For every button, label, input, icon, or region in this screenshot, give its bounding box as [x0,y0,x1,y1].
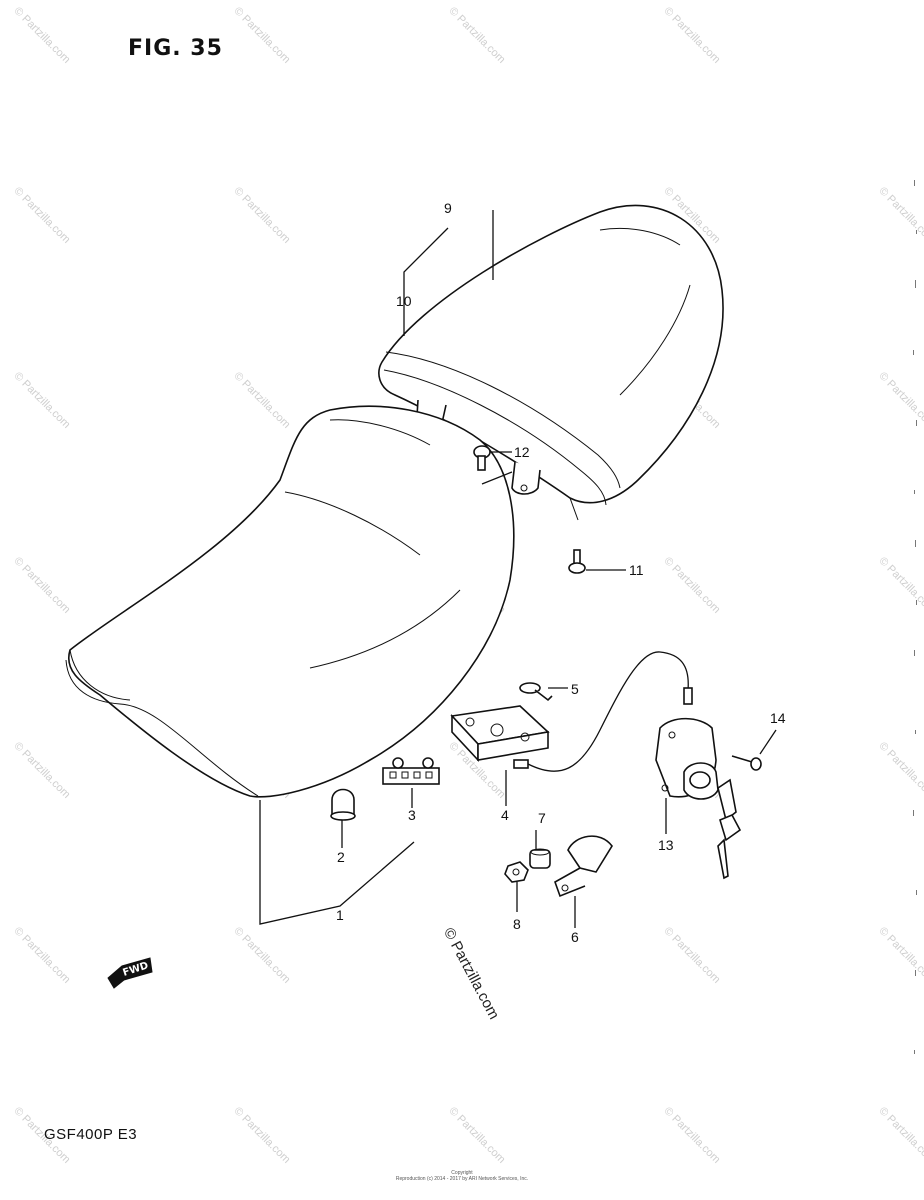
lock-bracket-part [450,651,693,772]
scan-edge-marks [913,180,917,1054]
callouts: 1 2 3 4 5 6 7 8 9 10 11 12 13 14 [336,200,786,945]
callout-7: 7 [538,810,546,826]
seat-lock-part [655,717,742,880]
callout-1: 1 [336,907,344,923]
nut-part [504,861,529,883]
bolt-11-part [568,549,586,574]
leader-lines [259,210,777,928]
copyright-line: Reproduction (c) 2014 - 2017 by ARI Netw… [395,1176,529,1182]
bolt-14-part [731,755,762,771]
callout-14: 14 [770,710,786,726]
callout-2: 2 [337,849,345,865]
fwd-arrow: FWD [107,957,153,989]
callout-12: 12 [514,444,530,460]
bracket-6-part [554,835,613,898]
model-code: GSF400P E3 [44,1126,138,1143]
callout-13: 13 [658,837,674,853]
copyright-notice: Copyright Reproduction (c) 2014 - 2017 b… [392,1170,532,1182]
screw-5-part [519,682,553,702]
callout-9: 9 [444,200,452,216]
clip-part [382,757,440,785]
cushion-part [330,788,356,821]
callout-8: 8 [513,916,521,932]
callout-3: 3 [408,807,416,823]
callout-5: 5 [571,681,579,697]
figure-title: FIG. 35 [128,36,223,61]
callout-6: 6 [571,929,579,945]
front-seat [65,405,515,798]
callout-4: 4 [501,807,509,823]
callout-11: 11 [629,562,644,578]
copyright-line: Copyright [451,1170,473,1176]
callout-10: 10 [396,293,412,309]
screw-12-part [473,445,491,471]
collar-part [529,848,551,869]
